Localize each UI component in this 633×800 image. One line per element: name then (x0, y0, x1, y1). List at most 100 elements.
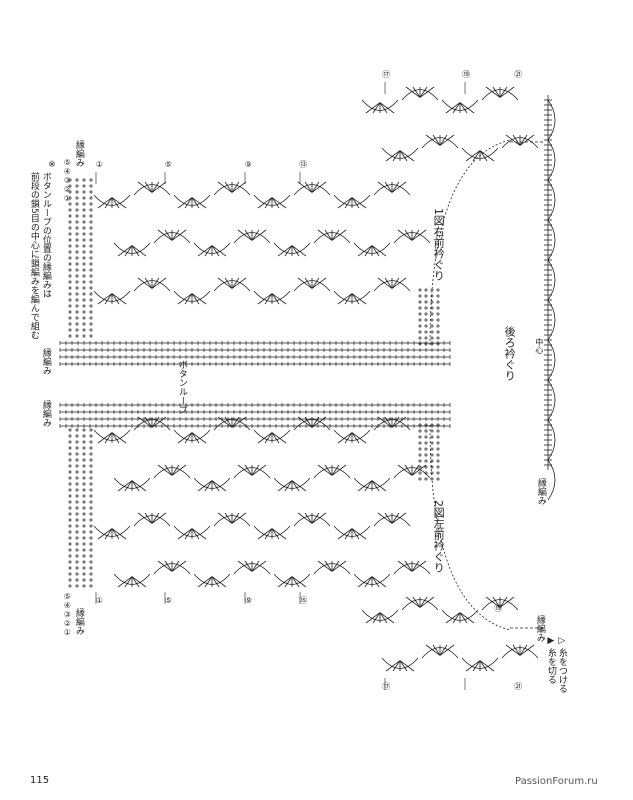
fan-spoke (519, 134, 535, 146)
fan-spoke (377, 512, 393, 524)
fan-spoke (411, 560, 427, 572)
neck-scallop (547, 139, 556, 181)
fan-spoke (151, 181, 167, 193)
fan-spoke (177, 293, 193, 305)
side-marker-3: ③ (62, 176, 72, 185)
neck-scallop (547, 259, 556, 301)
fan-spoke (171, 229, 187, 241)
fan-spoke (371, 245, 387, 257)
fan-spoke (331, 464, 347, 476)
fan-spoke (97, 528, 113, 540)
fan-spoke (137, 512, 153, 524)
fan-spoke (425, 134, 441, 146)
fan-spoke (191, 197, 200, 209)
fan-spoke (499, 596, 508, 608)
fan-spoke (251, 229, 267, 241)
fan-spoke (197, 245, 213, 257)
legend-attach-symbol: ▷ (556, 636, 567, 646)
figure2-label: 2図 (432, 500, 446, 518)
fan-spoke (217, 181, 233, 193)
fan-spoke (271, 197, 280, 209)
fan-spoke (371, 480, 387, 492)
note-line-1: ボタンループの位置の縁編みは (40, 172, 51, 298)
fan-spoke (371, 245, 380, 257)
fan-spoke (284, 480, 293, 492)
fan-spoke (317, 560, 333, 572)
fan-spoke (397, 464, 413, 476)
fan-spoke (104, 528, 113, 540)
fan-spoke (391, 181, 407, 193)
fan-spoke (479, 150, 488, 162)
side-marker-b3: ③ (62, 610, 72, 619)
fan-spoke (404, 560, 413, 572)
fan-spoke (137, 181, 153, 193)
fan-spoke (111, 432, 120, 444)
fan-spoke (197, 576, 213, 588)
fan-spoke (385, 660, 401, 672)
neck-scallop (547, 459, 556, 501)
fan-spoke (419, 596, 428, 608)
edging-stitch-rows (59, 178, 451, 588)
fan-spoke (405, 86, 421, 98)
row-marker-bottom-17: ⑰ (381, 682, 391, 690)
fan-spoke (499, 86, 515, 98)
fan-spoke (184, 197, 193, 209)
fan-spoke (271, 528, 287, 540)
fan-spoke (411, 229, 420, 241)
fan-spoke (137, 277, 153, 289)
side-markers-bottom: ⑤④③②① (62, 592, 72, 637)
fan-spoke (131, 480, 140, 492)
fan-spoke (204, 245, 213, 257)
row-marker-top-1: ① (94, 160, 104, 169)
fan-spoke (351, 293, 367, 305)
fan-spoke (405, 596, 421, 608)
fan-spoke (231, 512, 240, 524)
fan-spoke (131, 245, 140, 257)
fan-spoke (344, 293, 353, 305)
fan-stitch-motifs-figure2 (93, 416, 539, 672)
fan-spoke (337, 293, 353, 305)
fan-spoke (191, 197, 207, 209)
fan-spoke (439, 134, 448, 146)
fan-spoke (512, 644, 521, 656)
fan-spoke (392, 150, 401, 162)
fan-spoke (251, 560, 267, 572)
fan-spoke (317, 464, 333, 476)
fan-spoke (365, 612, 381, 624)
figure1-title: 右前衿ぐり (432, 226, 446, 281)
fan-spoke (344, 432, 353, 444)
fan-spoke (257, 432, 273, 444)
back-neck-edging (429, 95, 556, 631)
fan-spoke (485, 86, 501, 98)
fan-spoke (479, 660, 488, 672)
fan-spoke (391, 181, 400, 193)
edging-label-top-left: 縁編み (73, 140, 84, 167)
fan-spoke (479, 660, 495, 672)
fan-spoke (224, 277, 233, 289)
fan-spoke (151, 512, 160, 524)
fan-spoke (379, 612, 388, 624)
fan-spoke (385, 150, 401, 162)
fan-spoke (231, 277, 247, 289)
side-marker-b2: ② (62, 619, 72, 628)
fan-spoke (151, 277, 167, 289)
side-marker-4: ④ (62, 167, 72, 176)
row-marker-bottom-21: ㉑ (513, 682, 523, 690)
fan-spoke (479, 150, 495, 162)
fan-spoke (191, 528, 207, 540)
fan-spoke (111, 293, 120, 305)
fan-spoke (519, 644, 535, 656)
neck-scallop (547, 219, 556, 261)
fan-spoke (291, 480, 300, 492)
edging-label-right-lower: 縁編み (535, 478, 546, 505)
back-neck-center: 中心 (534, 338, 544, 354)
fan-spoke (337, 197, 353, 209)
fan-spoke (351, 197, 360, 209)
fan-spoke (459, 102, 475, 114)
fan-spoke (419, 86, 435, 98)
back-neck-title: 後ろ衿ぐり (503, 326, 517, 381)
fan-spoke (351, 432, 360, 444)
fan-spoke (204, 576, 213, 588)
fan-spoke (331, 229, 340, 241)
fan-spoke (244, 560, 253, 572)
